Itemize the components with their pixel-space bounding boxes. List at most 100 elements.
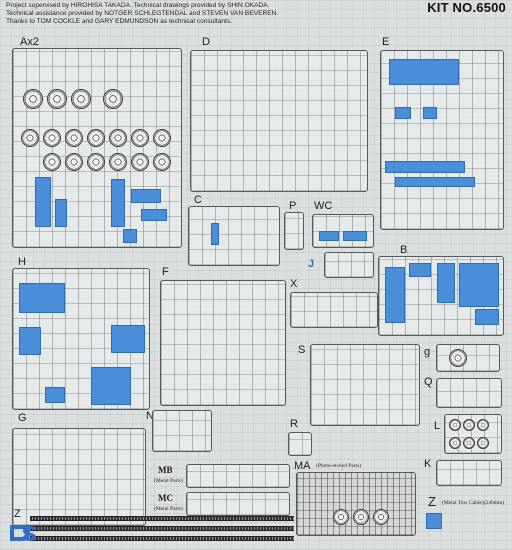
road-wheel	[43, 153, 61, 171]
road-wheel	[23, 89, 43, 109]
tow-cable	[30, 526, 294, 531]
highlight-part	[131, 189, 161, 203]
sprue-label-mc: MC	[158, 493, 173, 503]
ds-logo-icon	[10, 525, 36, 541]
sprue-label-a: Ax2	[20, 36, 39, 48]
sprue-label-d: D	[202, 36, 210, 48]
sprue-label-c: C	[194, 194, 202, 206]
sprue-label-z-right: Z	[428, 494, 436, 509]
pe-part	[353, 509, 369, 525]
sprue-mb	[186, 464, 290, 488]
sprue-label-g-small: g	[424, 346, 431, 358]
sprue-k	[436, 460, 502, 486]
credits-block: Project supervised by HIROHISA TAKADA. T…	[6, 2, 376, 27]
highlight-part	[111, 179, 125, 227]
ma-note: (Photo-etched Parts)	[316, 463, 362, 469]
road-wheel	[47, 89, 67, 109]
highlight-part	[475, 309, 499, 325]
wheel-part	[477, 419, 489, 431]
mc-note: (Metal Parts)	[154, 506, 183, 512]
highlight-part	[141, 209, 167, 221]
wheel-part	[477, 437, 489, 449]
sprue-g	[12, 428, 146, 526]
sprue-label-r: R	[290, 418, 298, 430]
sprue-x	[290, 292, 378, 328]
wheel-part	[463, 437, 475, 449]
sprue-label-q: Q	[424, 376, 433, 388]
sprue-label-x: X	[290, 278, 298, 290]
sprue-mc	[186, 492, 290, 516]
highlight-part	[35, 177, 51, 227]
sprue-label-p: P	[289, 200, 297, 212]
sprue-b	[378, 256, 504, 336]
highlight-part	[459, 263, 499, 307]
sprue-label-wc: WC	[314, 200, 333, 212]
sprue-r	[288, 432, 312, 456]
road-wheel	[87, 129, 105, 147]
pe-part	[333, 509, 349, 525]
credit-line: Project supervised by HIROHISA TAKADA. T…	[6, 2, 270, 9]
sprue-label-e: E	[382, 36, 390, 48]
highlight-part	[389, 59, 459, 85]
sprue-q	[436, 378, 502, 408]
wheel-part	[449, 349, 467, 367]
highlight-part	[395, 107, 411, 119]
pe-part	[373, 509, 389, 525]
sprue-label-mb: MB	[158, 465, 173, 475]
z-note: (Metal Tow Cable)(240mm)	[442, 500, 505, 506]
wheel-part	[449, 419, 461, 431]
highlight-part	[211, 223, 219, 245]
credit-line: Technical assistance provided by NOTGER …	[6, 10, 279, 18]
mb-note: (Metal Parts)	[154, 478, 183, 484]
highlight-part	[437, 263, 455, 303]
sprue-label-l: L	[434, 420, 441, 432]
road-wheel	[103, 89, 123, 109]
sprue-label-ma: MA	[294, 460, 311, 472]
highlight-part	[19, 283, 65, 313]
sprue-n	[152, 410, 212, 452]
sprue-wc	[312, 214, 374, 248]
highlight-legend-swatch	[426, 513, 442, 529]
sprue-h	[12, 268, 150, 410]
sprue-label-n: N	[146, 410, 154, 422]
road-wheel	[21, 129, 39, 147]
highlight-part	[423, 107, 437, 119]
road-wheel	[109, 153, 127, 171]
sprue-j	[324, 252, 374, 278]
sprue-a	[12, 48, 182, 248]
road-wheel	[71, 89, 91, 109]
wheel-part	[463, 419, 475, 431]
road-wheel	[109, 129, 127, 147]
road-wheel	[131, 153, 149, 171]
sprue-label-f: F	[162, 266, 169, 278]
road-wheel	[65, 153, 83, 171]
highlight-part	[385, 267, 405, 323]
sprue-p	[284, 212, 304, 250]
sprue-label-k: K	[424, 458, 432, 470]
tow-cable	[30, 536, 294, 541]
highlight-part	[385, 161, 465, 173]
sprue-label-h: H	[18, 256, 26, 268]
road-wheel	[65, 129, 83, 147]
road-wheel	[153, 129, 171, 147]
sprue-c	[188, 206, 280, 266]
sprue-d	[190, 50, 368, 192]
sprue-f	[160, 280, 286, 406]
highlight-part	[19, 327, 41, 355]
tow-cable	[30, 516, 294, 521]
highlight-part	[319, 231, 339, 241]
highlight-part	[395, 177, 475, 187]
wheel-part	[449, 437, 461, 449]
highlight-part	[45, 387, 65, 403]
kit-number: KIT NO.6500	[427, 0, 506, 15]
sprue-g-small	[436, 344, 500, 372]
sprue-label-j: J	[308, 258, 315, 270]
sprue-label-b: B	[400, 244, 408, 256]
road-wheel	[131, 129, 149, 147]
road-wheel	[43, 129, 61, 147]
credit-line: Thanks to TOM COCKLE and GARY EDMUNDSON …	[6, 18, 232, 26]
highlight-part	[343, 231, 367, 241]
highlight-part	[55, 199, 67, 227]
road-wheel	[87, 153, 105, 171]
